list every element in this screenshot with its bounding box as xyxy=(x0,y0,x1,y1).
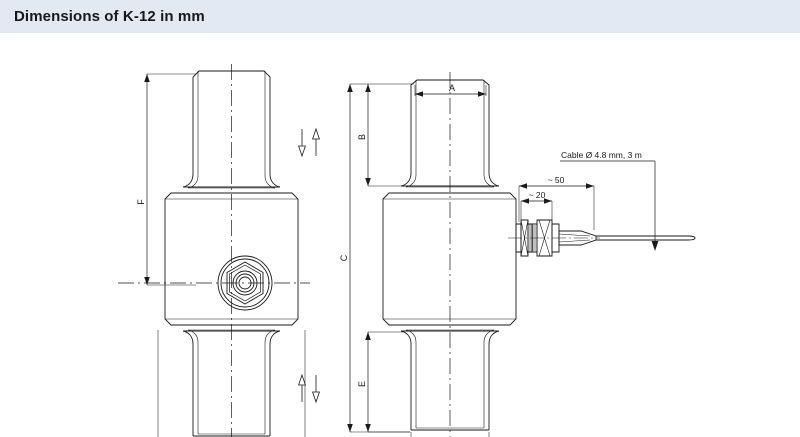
load-arrows-top xyxy=(298,127,320,158)
side-lower-stud xyxy=(400,329,500,431)
header-band: Dimensions of K-12 in mm xyxy=(0,0,800,34)
dimension-B: B xyxy=(357,83,414,187)
dimension-F: F xyxy=(136,73,196,286)
cable-note-group: Cable Ø 4.8 mm, 3 m xyxy=(560,150,659,251)
front-upper-stud xyxy=(182,70,281,189)
side-lower-flange xyxy=(389,324,510,332)
dimension-label-20: ~ 20 xyxy=(529,190,546,200)
dimension-50: ~ 50 xyxy=(518,175,595,230)
dimension-E: E xyxy=(357,331,410,433)
dimension-label-E: E xyxy=(357,381,367,387)
dimension-A-top: A xyxy=(414,83,487,97)
front-lower-stud xyxy=(182,329,281,437)
dimension-label-F: F xyxy=(136,199,146,205)
technical-drawing-svg: F Ø D xyxy=(118,64,696,437)
side-view-group: A A xyxy=(339,72,696,437)
cable-gland-assembly xyxy=(508,219,696,257)
load-arrows-bottom xyxy=(298,373,320,404)
front-view-group: F Ø D xyxy=(118,64,320,437)
dimension-C: C xyxy=(339,83,410,433)
page-title: Dimensions of K-12 in mm xyxy=(14,8,205,25)
cable-note-text: Cable Ø 4.8 mm, 3 m xyxy=(561,150,642,160)
dimension-20: ~ 20 xyxy=(520,190,553,220)
dimension-label-A-top: A xyxy=(449,83,455,93)
side-body xyxy=(382,192,517,326)
drawing-canvas: F Ø D xyxy=(0,34,800,437)
dimension-label-C: C xyxy=(339,254,349,261)
dimension-label-50: ~ 50 xyxy=(548,175,565,185)
side-upper-flange xyxy=(389,185,510,194)
dimension-label-B: B xyxy=(357,134,367,140)
